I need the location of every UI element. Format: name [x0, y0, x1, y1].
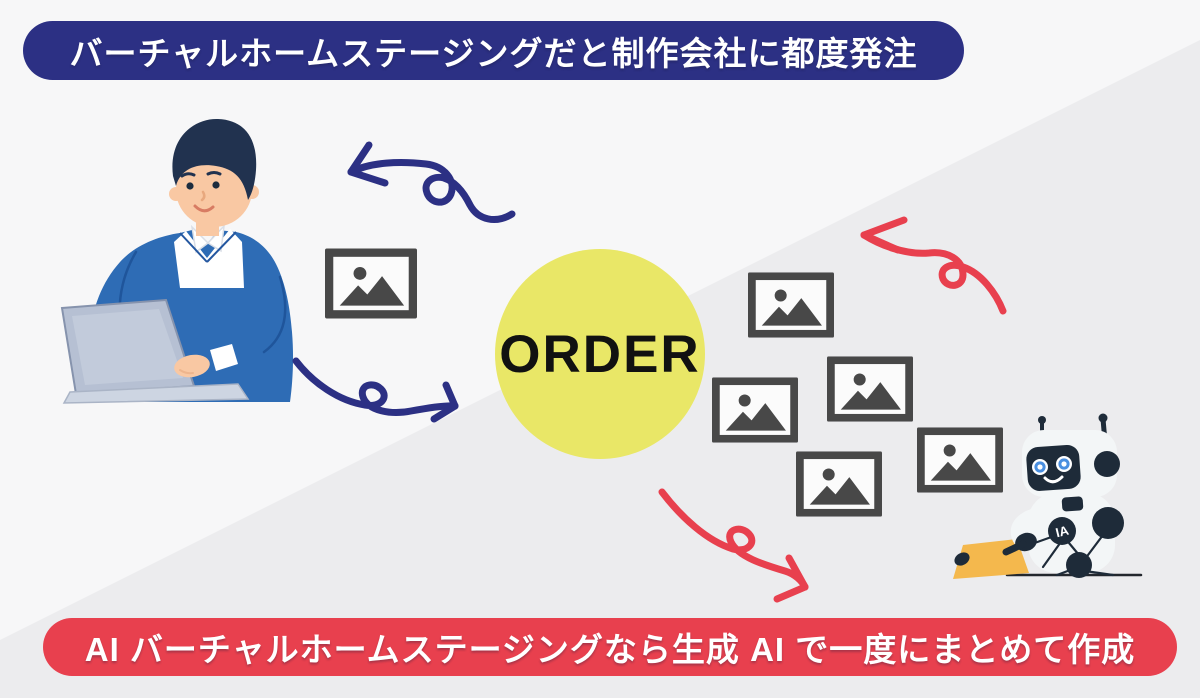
robot-smile — [1043, 475, 1064, 484]
order-badge-label: ORDER — [499, 324, 701, 384]
robot-badge — [1048, 517, 1076, 545]
red-arrow-top-icon — [860, 216, 1007, 315]
robot-hand — [1002, 532, 1037, 556]
bottom-banner: AI バーチャルホームステージングなら生成 AI で一度にまとめて作成 — [43, 618, 1177, 676]
image-icon-3 — [827, 356, 913, 422]
person-hair — [172, 118, 257, 200]
blue-arrow-top-icon — [347, 141, 516, 223]
robot-head — [1022, 430, 1120, 497]
person-hand — [174, 344, 238, 378]
person-head — [169, 118, 259, 236]
image-icon-left — [325, 248, 417, 319]
laptop — [60, 298, 250, 404]
top-banner-label: バーチャルホームステージングだと制作会社に都度発注 — [69, 34, 918, 72]
robot-illustration: IA — [953, 413, 1143, 579]
image-icon-1 — [748, 272, 834, 338]
robot-badge-label: IA — [1054, 522, 1071, 540]
red-arrow-bottom-icon — [658, 488, 809, 603]
top-banner: バーチャルホームステージングだと制作会社に都度発注 — [23, 21, 964, 80]
bottom-banner-label: AI バーチャルホームステージングなら生成 AI で一度にまとめて作成 — [84, 631, 1136, 668]
robot-eyes — [1032, 456, 1072, 475]
person-illustration — [60, 118, 294, 404]
person-shirt — [174, 223, 244, 288]
robot-body: IA — [1002, 493, 1124, 578]
image-icon-2 — [712, 377, 798, 443]
order-badge: ORDER — [495, 249, 705, 459]
blue-arrow-bottom-icon — [292, 357, 459, 423]
